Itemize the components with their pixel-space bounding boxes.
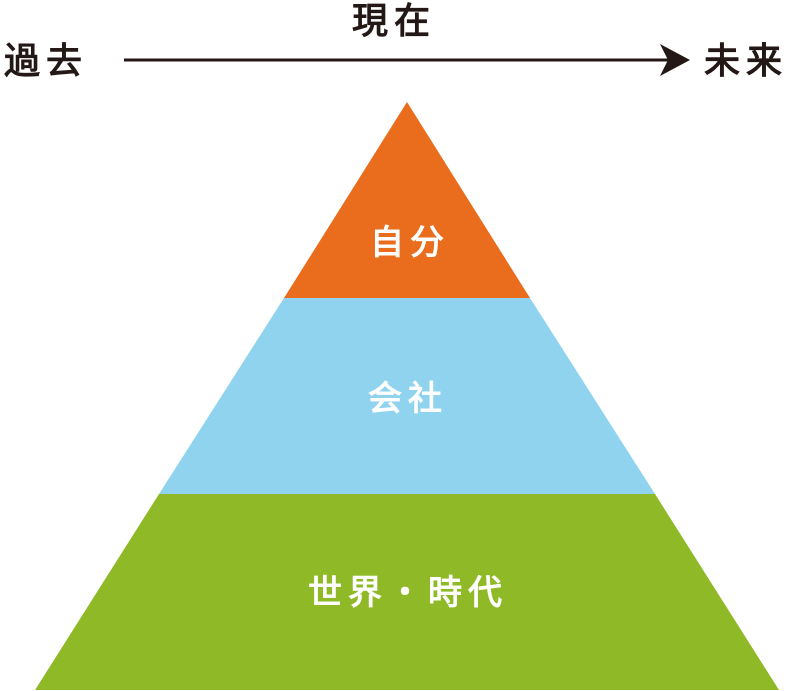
timeline-future-label: 未来 (704, 41, 789, 82)
pyramid-tier-self (284, 102, 530, 298)
pyramid-tier-self-label: 自分 (370, 223, 450, 263)
timeline-arrow-head-icon (660, 44, 690, 76)
pyramid-tier-world-era-label: 世界・時代 (308, 573, 508, 613)
pyramid-tier-world-era (35, 494, 779, 690)
pyramid-tier-company-label: 会社 (368, 379, 448, 419)
timeline-present-label: 現在 (352, 1, 437, 42)
pyramid-tier-company (159, 298, 655, 494)
timeline-past-label: 過去 (4, 41, 89, 82)
